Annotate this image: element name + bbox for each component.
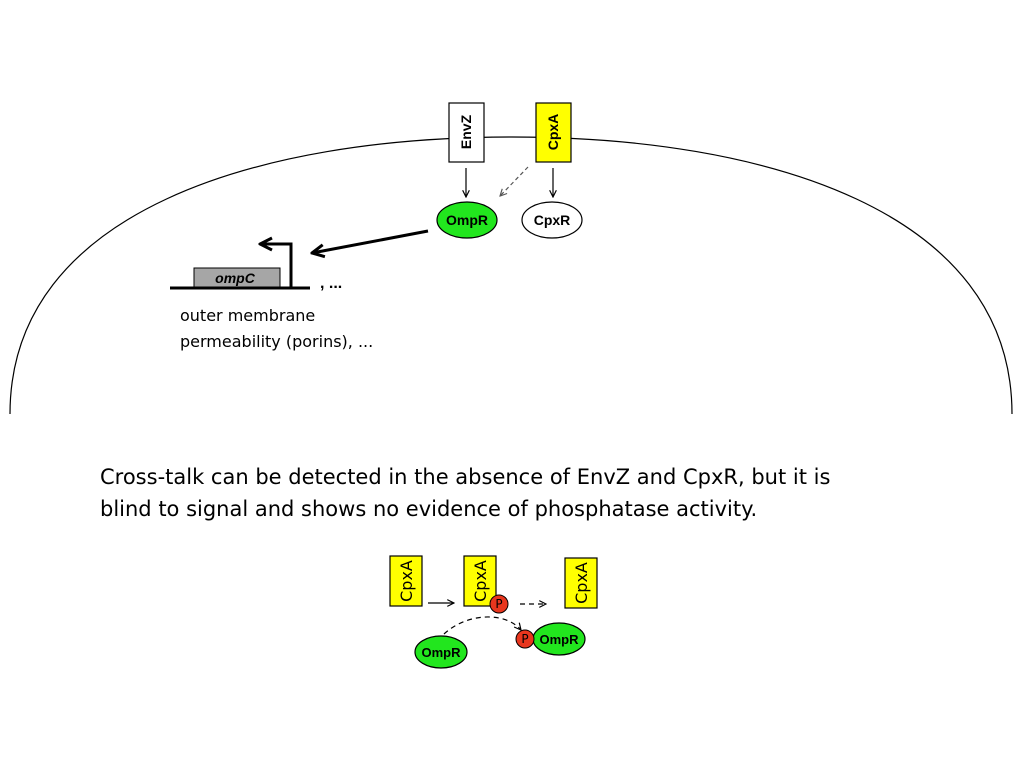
ompr-node: OmpR bbox=[436, 201, 498, 239]
cpxr-node: CpxR bbox=[521, 201, 583, 239]
cpxa-to-ompr-dashed-arrow bbox=[500, 166, 529, 196]
ompr-node-2: OmpR bbox=[532, 622, 586, 656]
envz-label: EnvZ bbox=[458, 114, 474, 149]
cpxa-label-1: CpxA bbox=[397, 560, 416, 602]
cell-membrane bbox=[9, 136, 1013, 415]
promoter-arrow bbox=[260, 244, 293, 288]
ompr-label: OmpR bbox=[446, 212, 488, 228]
phosphate-label-1: P bbox=[495, 597, 502, 611]
phosphate-circle-2: P bbox=[515, 629, 535, 649]
envz-box: EnvZ bbox=[448, 102, 485, 163]
cpxa-box-1: CpxA bbox=[389, 555, 423, 607]
cpxa-label: CpxA bbox=[545, 114, 561, 151]
ompr-label-2: OmpR bbox=[540, 632, 580, 647]
phosphate-circle-1: P bbox=[489, 594, 509, 614]
ompc-gene: ompC bbox=[193, 267, 281, 288]
description-line2: blind to signal and shows no evidence of… bbox=[100, 497, 757, 521]
cpxa-box-2: CpxA bbox=[463, 555, 497, 607]
phosphate-label-2: P bbox=[521, 632, 528, 646]
ompr-label-1: OmpR bbox=[422, 645, 462, 660]
description-line1: Cross-talk can be detected in the absenc… bbox=[100, 465, 830, 489]
caption-line2: permeability (porins), ... bbox=[180, 332, 373, 351]
cpxr-label: CpxR bbox=[534, 212, 571, 228]
cpxa-box-3: CpxA bbox=[564, 557, 598, 609]
gene-suffix: , ... bbox=[320, 275, 342, 292]
caption-line1: outer membrane bbox=[180, 306, 315, 325]
ompr-phosphorylation-curved-arrow bbox=[443, 616, 521, 635]
ompr-node-1: OmpR bbox=[414, 635, 468, 669]
cpxa-label-3: CpxA bbox=[572, 562, 591, 604]
ompc-label: ompC bbox=[215, 270, 256, 286]
cpxa-box: CpxA bbox=[535, 102, 572, 163]
ompr-to-promoter-arrow bbox=[312, 229, 429, 253]
cpxa-label-2: CpxA bbox=[471, 560, 490, 602]
